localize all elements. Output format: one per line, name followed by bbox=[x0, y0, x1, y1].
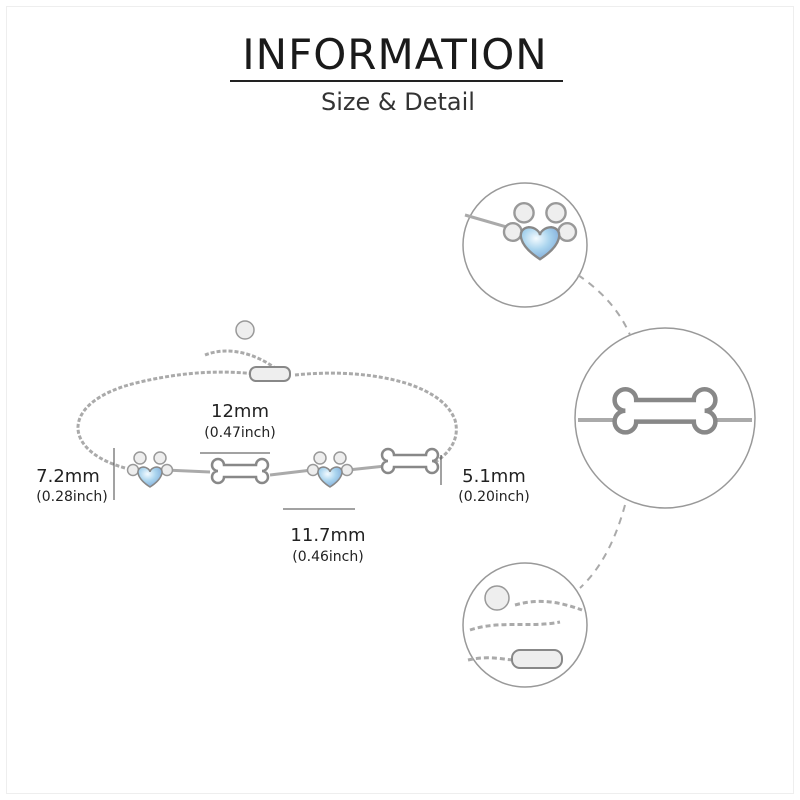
lobster-clasp bbox=[249, 366, 291, 382]
link-spacing-inch: (0.47inch) bbox=[204, 425, 276, 441]
paw-width-inch: (0.46inch) bbox=[292, 549, 364, 565]
image-frame bbox=[6, 6, 794, 794]
paw-width-mm: 11.7mm bbox=[290, 525, 366, 546]
link-spacing-mm: 12mm bbox=[211, 401, 269, 422]
paw-charm bbox=[126, 451, 174, 488]
paw-charm bbox=[306, 451, 354, 488]
bracelet bbox=[76, 320, 458, 488]
bone-link bbox=[210, 457, 270, 485]
detail-paw-circle bbox=[462, 182, 588, 308]
paw-height-mm: 7.2mm bbox=[36, 466, 100, 487]
detail-clasp-circle bbox=[462, 562, 588, 688]
dimension-lines bbox=[113, 448, 442, 510]
bone-height-mm: 5.1mm bbox=[462, 466, 526, 487]
bone-link bbox=[380, 447, 440, 475]
detail-bone-circle bbox=[574, 327, 756, 509]
connector-dashes bbox=[577, 274, 631, 589]
bone-height-inch: (0.20inch) bbox=[458, 489, 530, 505]
bracelet-tag bbox=[235, 320, 255, 340]
page-title: INFORMATION bbox=[242, 30, 548, 79]
page-subtitle: Size & Detail bbox=[321, 88, 475, 116]
paw-height-inch: (0.28inch) bbox=[36, 489, 108, 505]
title-underline bbox=[230, 80, 563, 82]
